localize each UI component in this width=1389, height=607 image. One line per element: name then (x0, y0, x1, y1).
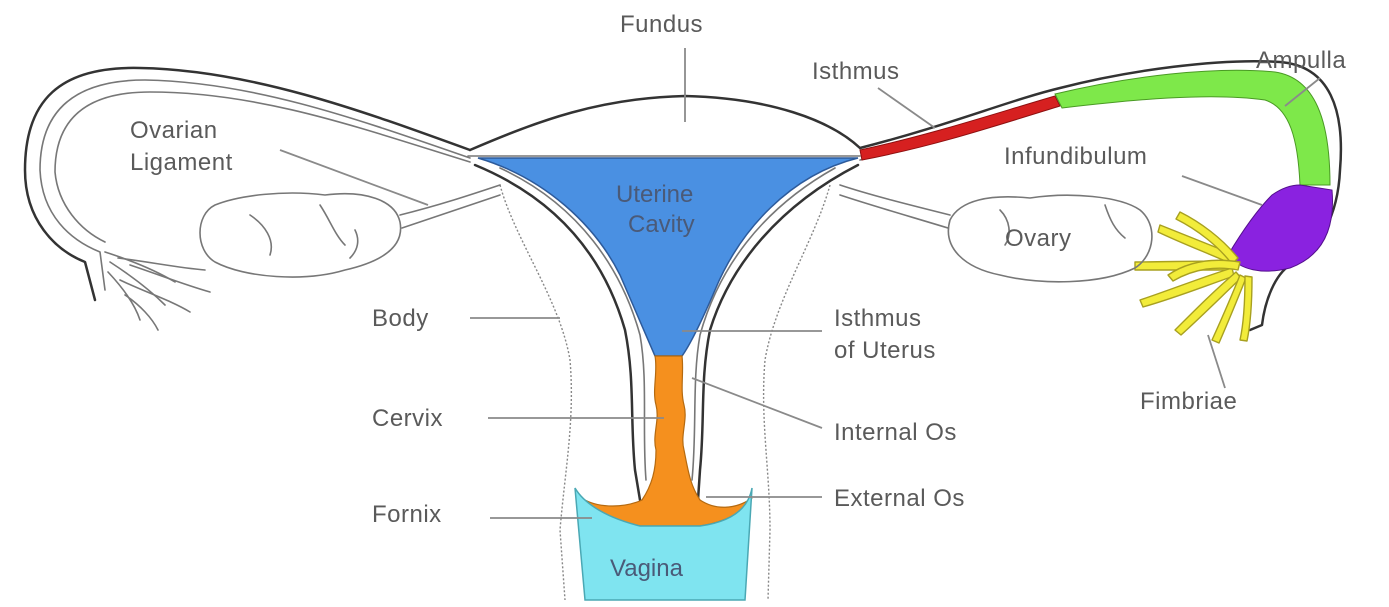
cervical-canal-shape (585, 356, 752, 526)
label-uterine-cavity-line1: Uterine (616, 181, 693, 208)
left-ovary (200, 193, 401, 277)
left-tube-inner-2 (55, 92, 470, 242)
left-ovary-fold-2 (320, 205, 345, 245)
label-isthmus-of-uterus-line2: of Uterus (834, 337, 936, 364)
label-internal-os: Internal Os (834, 419, 957, 446)
label-isthmus-of-uterus-line1: Isthmus (834, 305, 922, 332)
label-ovarian-ligament-line2: Ligament (130, 149, 233, 176)
label-cervix: Cervix (372, 405, 443, 432)
label-ovarian-ligament-line1: Ovarian (130, 117, 218, 144)
uterus-left-outer-wall (500, 185, 571, 600)
ovarian-ligament-leader (280, 150, 428, 205)
uterus-top-outline (470, 96, 860, 150)
label-isthmus: Isthmus (812, 58, 900, 85)
fimbriae-leader (1208, 335, 1225, 388)
left-ovary-fold-1 (250, 215, 271, 255)
label-vagina: Vagina (610, 555, 684, 582)
left-ovary-fold-3 (350, 230, 358, 258)
label-ovary: Ovary (1005, 225, 1072, 252)
label-ampulla: Ampulla (1256, 47, 1346, 74)
right-fimbriae (1135, 212, 1252, 343)
label-fundus: Fundus (620, 11, 703, 38)
uterus-right-outer-wall (764, 185, 830, 600)
label-external-os: External Os (834, 485, 965, 512)
isthmus-leader (878, 88, 935, 128)
label-infundibulum: Infundibulum (1004, 143, 1147, 170)
label-uterine-cavity-line2: Cavity (628, 211, 695, 238)
label-fimbriae: Fimbriae (1140, 388, 1237, 415)
label-fornix: Fornix (372, 501, 442, 528)
label-body: Body (372, 305, 429, 332)
left-fimbriae (105, 252, 210, 330)
left-tube-inner-1 (40, 80, 470, 290)
infundibulum-leader (1182, 176, 1262, 205)
internal-os-leader (692, 378, 822, 428)
right-ovary-fold-2 (1105, 205, 1125, 238)
